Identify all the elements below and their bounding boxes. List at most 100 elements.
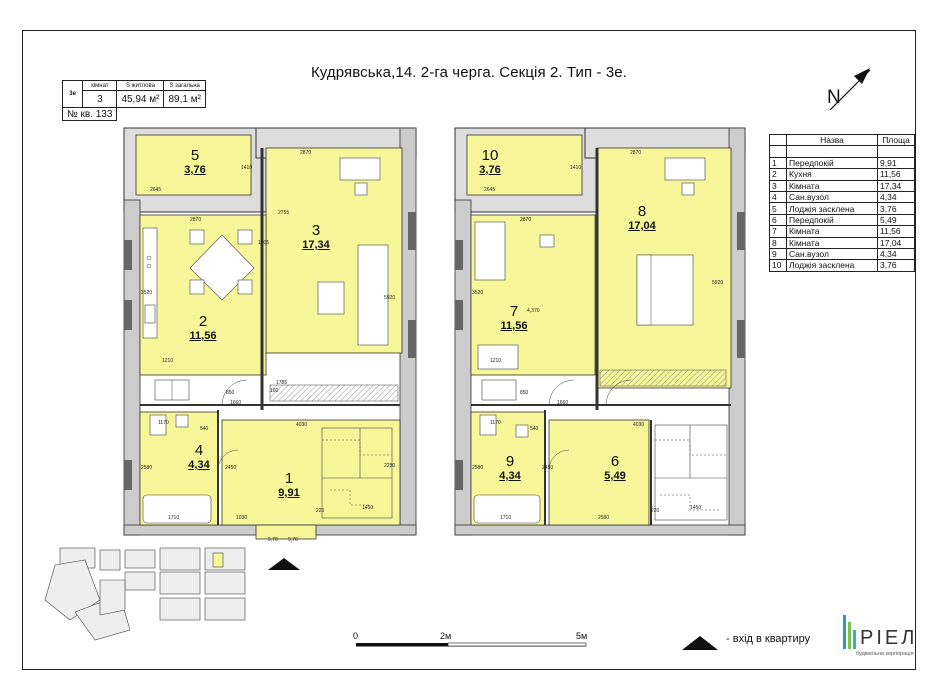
dimension-label: 220 xyxy=(316,508,325,514)
north-arrow-icon xyxy=(829,68,871,111)
room-6-hall xyxy=(548,419,650,526)
room-1-hall xyxy=(221,419,401,526)
dimension-label: 2645 xyxy=(484,187,496,193)
room-number: 10 xyxy=(481,147,499,164)
room-area: 3,76 xyxy=(479,164,501,176)
room-area: 4,34 xyxy=(188,459,210,471)
dimension-label: 2450 xyxy=(225,465,237,471)
dimension-label: 1410 xyxy=(241,165,253,171)
type-label: 3е xyxy=(61,80,84,108)
dimension-label: 4030 xyxy=(633,422,645,428)
dimension-label: 2870 xyxy=(630,150,642,156)
plan-title: Кудрявська,14. 2-га черга. Секція 2. Тип… xyxy=(310,64,628,81)
room-number: 9 xyxy=(505,453,515,470)
table-cell-area: 3,76 xyxy=(877,259,915,272)
logo-icon xyxy=(843,615,856,649)
dimension-label: 1205 xyxy=(258,240,270,246)
apartment-info-box: 3е кімнат S житлова S загальна 3 45,94 м… xyxy=(61,80,206,121)
dimension-label: 4,370 xyxy=(527,308,540,314)
dimension-label: 850 xyxy=(226,390,235,396)
dimension-label: 1410 xyxy=(570,165,582,171)
dimension-label: 850 xyxy=(520,390,529,396)
dimension-label: 1210 xyxy=(162,358,174,364)
entry-legend-icon xyxy=(682,636,718,650)
table-cell-area: 11,56 xyxy=(877,225,915,238)
room-area: 17,34 xyxy=(302,239,330,251)
dimension-label: 1710 xyxy=(168,515,180,521)
dimension-label: 2280 xyxy=(384,463,396,469)
left-level-plan xyxy=(123,127,417,570)
room-number: 4 xyxy=(194,442,204,459)
dimension-label: 3520 xyxy=(472,290,484,296)
dimension-label: 3520 xyxy=(141,290,153,296)
dimension-label: 2645 xyxy=(150,187,162,193)
dimension-label: 5920 xyxy=(712,280,724,286)
dimension-label: 5920 xyxy=(384,295,396,301)
sheet-frame xyxy=(22,30,916,670)
room-number: 5 xyxy=(190,147,200,164)
room-area: 17,04 xyxy=(628,220,656,232)
dimension-label: 9,70 xyxy=(268,537,278,543)
dimension-label: 220 xyxy=(651,508,660,514)
dimension-label: 2870 xyxy=(520,217,532,223)
room-area: 11,56 xyxy=(189,330,217,342)
right-level-plan xyxy=(454,127,746,536)
room-area: 5,49 xyxy=(604,470,626,482)
dimension-label: 540 xyxy=(200,426,209,432)
scale-bar xyxy=(356,642,587,647)
dimension-label: 1170 xyxy=(158,420,169,426)
room-area: 11,56 xyxy=(500,320,528,332)
room-area: 9,91 xyxy=(278,487,300,499)
room-10-loggia xyxy=(466,134,583,196)
room-number: 3 xyxy=(311,222,321,239)
dimension-label: 540 xyxy=(530,426,539,432)
dimension-label: 1710 xyxy=(500,515,512,521)
logo-subtitle: будівельна корпорація xyxy=(856,651,914,657)
dimension-label: 1660 xyxy=(230,400,242,406)
dimension-label: 1170 xyxy=(490,420,501,426)
entry-legend-label: - вхід в квартиру xyxy=(726,633,811,645)
room-number: 2 xyxy=(198,313,208,330)
dimension-label: 1785 xyxy=(276,380,288,386)
dimension-label: 2870 xyxy=(190,217,202,223)
dimension-label: 9,70 xyxy=(288,537,298,543)
dimension-label: 4030 xyxy=(296,422,308,428)
room-area: 3,76 xyxy=(184,164,206,176)
room-number: 6 xyxy=(610,453,620,470)
room-number: 1 xyxy=(284,470,294,487)
room-5-loggia xyxy=(135,134,252,196)
north-label: N xyxy=(827,87,841,108)
dimension-label: 1660 xyxy=(557,400,569,406)
logo-name: PIEЛ xyxy=(860,627,918,649)
room-area: 4,34 xyxy=(499,470,521,482)
dimension-label: 1030 xyxy=(236,515,248,521)
dimension-label: 2580 xyxy=(472,465,484,471)
dimension-label: 2450 xyxy=(542,465,554,471)
room-number: 8 xyxy=(637,203,647,220)
living-value: 45,94 м² xyxy=(116,90,165,108)
room-number: 7 xyxy=(509,303,519,320)
scale-start-label: 0 xyxy=(353,631,359,641)
total-value: 89,1 м² xyxy=(163,90,206,108)
scale-mid-label: 2м xyxy=(440,631,452,641)
dimension-label: 2580 xyxy=(598,515,610,521)
dimension-label: 1210 xyxy=(490,358,502,364)
dimension-label: 2580 xyxy=(141,465,153,471)
site-key-plan xyxy=(44,547,246,641)
